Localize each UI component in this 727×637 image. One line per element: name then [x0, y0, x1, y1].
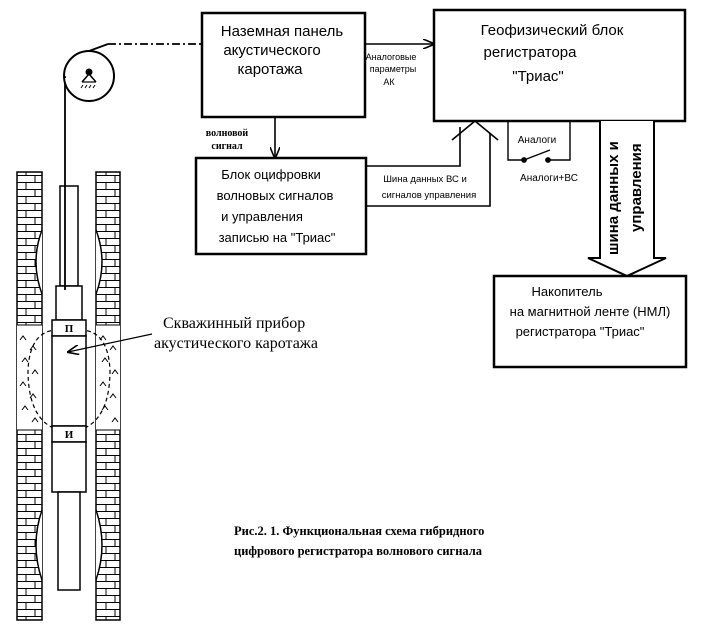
- probe-p-label: П: [65, 323, 74, 335]
- storage-line1: Накопитель: [532, 284, 603, 299]
- geophysical-line1: Геофизический блок: [481, 22, 624, 39]
- geophysical-line3: "Триас": [512, 68, 564, 85]
- wave-signal-line2: сигнал: [211, 141, 243, 152]
- geophysical-line2: регистратора: [484, 44, 578, 61]
- vertical-bus-line2: управления: [628, 143, 645, 232]
- cable-pulley: [63, 43, 202, 290]
- analogs-vs-label: Аналоги+ВС: [520, 173, 578, 184]
- probe-i-label: И: [65, 429, 74, 441]
- surface-panel-line3: каротажа: [237, 61, 303, 78]
- surface-panel-line1: Наземная панель: [221, 23, 344, 40]
- caption-line1: Рис.2. 1. Функциональная схема гибридног…: [234, 524, 484, 538]
- vertical-bus-line1: шина данных и: [605, 141, 622, 255]
- downhole-tool-line2: акустического каротажа: [154, 335, 318, 352]
- bus-vs-line1: Шина данных ВС и: [383, 174, 467, 185]
- wave-path-left: [27, 329, 59, 431]
- downhole-tool-pointer: [68, 333, 153, 352]
- wave-path-right: [79, 329, 111, 431]
- downhole-tool-line1: Скважинный прибор: [163, 315, 305, 332]
- wave-signal-line1: волновой: [206, 128, 249, 139]
- storage-box: [492, 274, 688, 369]
- downhole-tool: П И: [51, 185, 87, 591]
- geophysical-box: [432, 8, 687, 123]
- bus-digitizer-geophysical: [366, 119, 499, 207]
- storage-line3: регистратора "Триас": [516, 324, 645, 339]
- surface-panel-line2: акустического: [223, 42, 320, 59]
- digitizer-line3: и управления: [221, 209, 303, 224]
- digitizer-line2: волновых сигналов: [217, 188, 334, 203]
- analogs-switch: [507, 121, 571, 163]
- rock-formation: [17, 324, 120, 431]
- digitizer-line4: записью на "Триас": [219, 230, 336, 245]
- digitizer-line1: Блок оцифровки: [221, 167, 321, 182]
- analogs-label: Аналоги: [518, 135, 557, 146]
- analog-params-line2: параметры: [370, 64, 416, 74]
- bus-vs-line2: сигналов управления: [382, 190, 477, 201]
- surface-panel-box: [200, 11, 367, 119]
- borehole: [16, 171, 121, 621]
- storage-line2: на магнитной ленте (НМЛ): [510, 304, 671, 319]
- analog-params-line3: АК: [383, 77, 395, 87]
- analog-params-line1: Аналоговые: [366, 52, 417, 62]
- pulley: [63, 50, 115, 102]
- caption-line2: цифрового регистратора волнового сигнала: [234, 544, 483, 558]
- vertical-bus-arrow: шина данных и управления: [587, 121, 667, 278]
